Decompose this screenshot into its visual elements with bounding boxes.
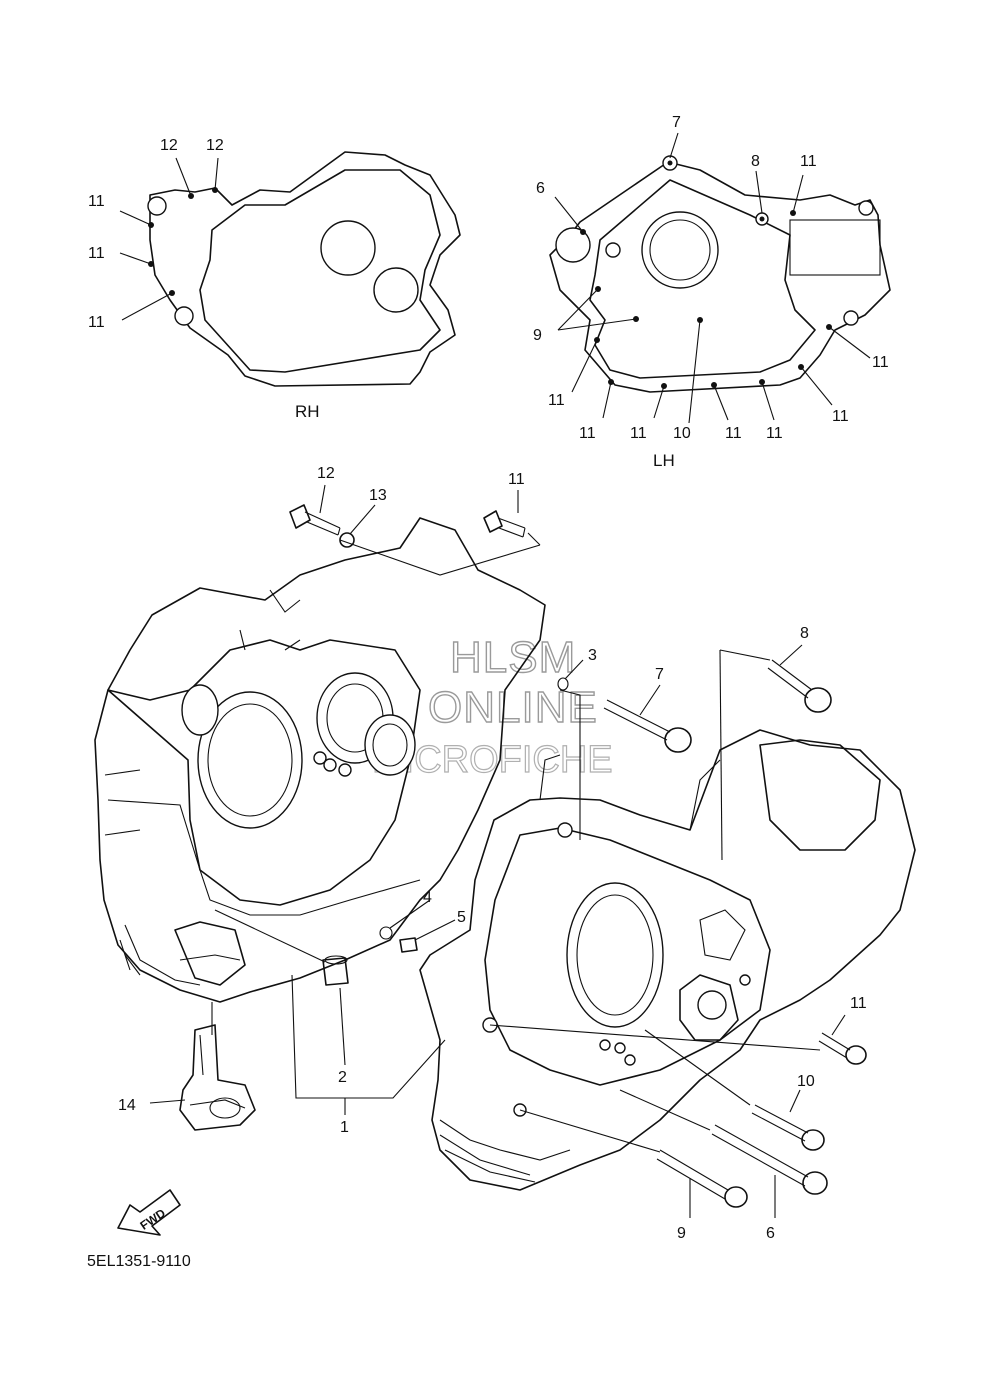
callout-12: 12: [317, 465, 335, 482]
callout-10: 10: [797, 1073, 815, 1090]
callout-lh-10: 10: [673, 425, 691, 442]
callout-6: 6: [766, 1225, 775, 1242]
callout-lh-11r2: 11: [832, 408, 849, 425]
callout-13: 13: [369, 487, 387, 504]
callout-lh-11top: 11: [800, 153, 817, 170]
callout-rh-11c: 11: [88, 314, 105, 331]
reference-code: 5EL1351-9110: [87, 1253, 191, 1270]
watermark-line-2: ONLINE: [428, 683, 598, 732]
callout-lh-6: 6: [536, 180, 545, 197]
label-rh: RH: [295, 402, 320, 421]
callout-lh-11r1: 11: [872, 354, 889, 371]
callout-lh-11b2: 11: [630, 425, 647, 442]
watermark-line-1: HLSM: [450, 633, 576, 682]
callout-lh-7: 7: [672, 114, 681, 131]
callout-11-right: 11: [850, 995, 867, 1012]
callout-lh-11b4: 11: [766, 425, 783, 442]
crankcase-left-half: [419, 729, 916, 1191]
callout-rh-11b: 11: [88, 245, 105, 262]
fwd-arrow-icon: FWD: [117, 1189, 181, 1236]
callout-4: 4: [423, 889, 432, 906]
callout-lh-11l: 11: [548, 392, 565, 409]
gasket-rh: [119, 151, 461, 387]
callout-9: 9: [677, 1225, 686, 1242]
crankcase-right-half: [94, 517, 546, 1003]
gasket-lh: [549, 132, 891, 424]
bolts: [289, 504, 867, 1208]
callout-rh-11a: 11: [88, 193, 105, 210]
callout-lh-8: 8: [751, 153, 760, 170]
callout-11-top: 11: [508, 471, 525, 488]
callout-14: 14: [118, 1097, 136, 1114]
callout-7: 7: [655, 666, 664, 683]
callout-rh-12b: 12: [206, 137, 224, 154]
callout-1: 1: [340, 1119, 349, 1136]
callout-lh-11b1: 11: [579, 425, 596, 442]
label-lh: LH: [653, 451, 675, 470]
callout-2: 2: [338, 1069, 347, 1086]
strainer: [179, 1024, 256, 1131]
callout-lh-11b3: 11: [725, 425, 742, 442]
callout-8: 8: [800, 625, 809, 642]
callout-3: 3: [588, 647, 597, 664]
callout-rh-12a: 12: [160, 137, 178, 154]
leader-lines: [149, 484, 846, 1218]
callout-lh-9: 9: [533, 327, 542, 344]
callout-5: 5: [457, 909, 466, 926]
